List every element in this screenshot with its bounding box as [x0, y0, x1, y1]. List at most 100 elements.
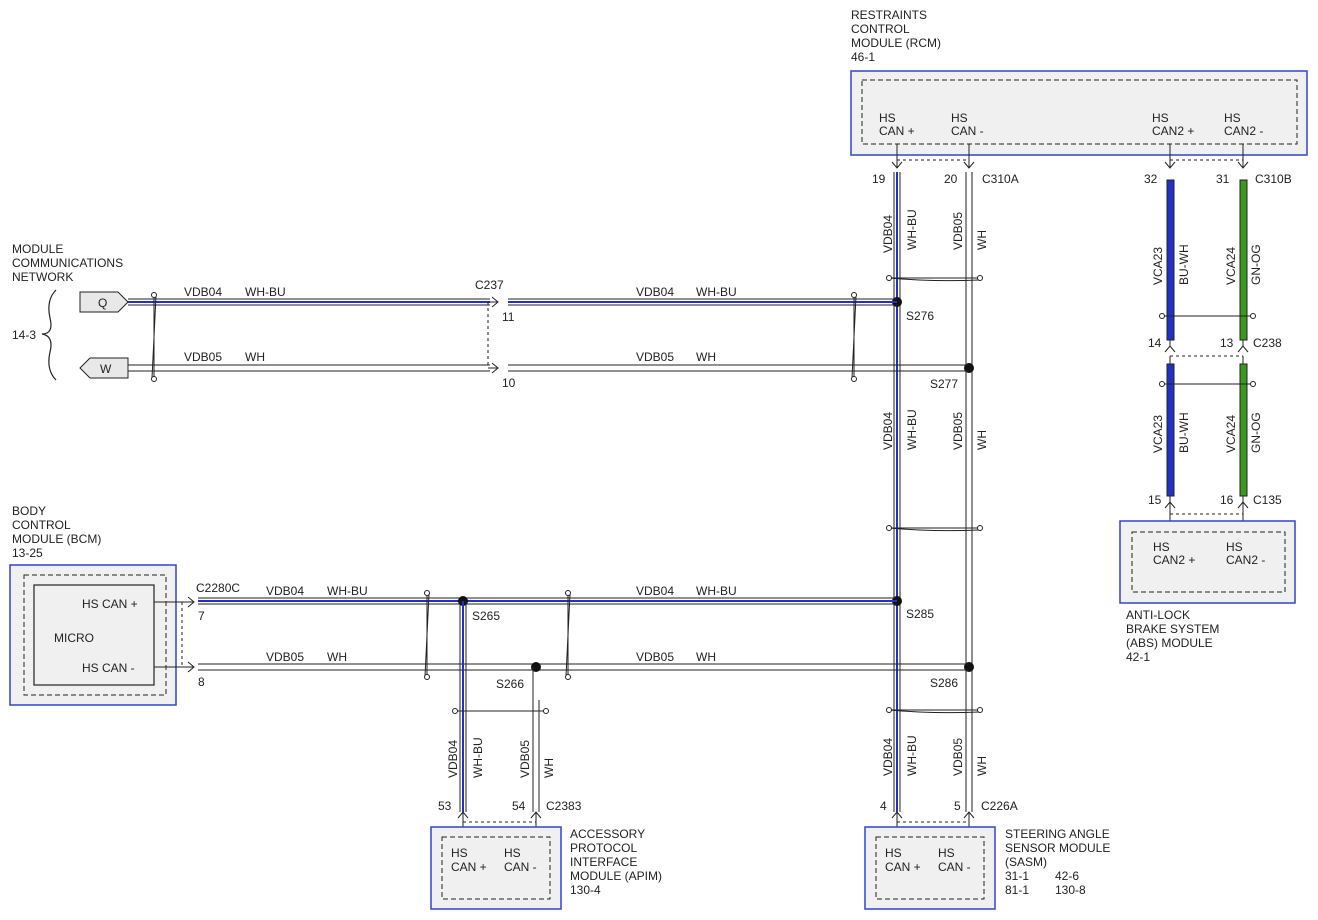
apim-ref: 130-4 — [570, 883, 601, 897]
label-vdb04-bottom-right: VDB04 — [636, 584, 674, 598]
splice-s265-label: S265 — [472, 609, 500, 623]
apim-name-2: PROTOCOL — [570, 841, 637, 855]
abs-pin1-l1: HS — [1153, 540, 1170, 554]
rcm-pin3-l1: HS — [1152, 111, 1169, 125]
apim-name-4: MODULE (APIM) — [570, 869, 662, 883]
label-wh-c: WH — [975, 756, 989, 776]
bcm-name-1: BODY — [12, 504, 46, 518]
bcm-name-3: MODULE (BCM) — [12, 532, 101, 546]
rcm-pin2-l1: HS — [951, 111, 968, 125]
connector-c238: C238 — [1253, 336, 1282, 350]
mcn-module: MODULE COMMUNICATIONS NETWORK 14-3 Q W — [12, 242, 129, 381]
abs-ref: 42-1 — [1126, 650, 1150, 664]
connector-c226a: C226A — [981, 799, 1018, 813]
label-vdb04-top-left: VDB04 — [184, 285, 222, 299]
abs-name-1: ANTI-LOCK — [1126, 608, 1190, 622]
sasm-name-3: (SASM) — [1005, 855, 1047, 869]
mcn-w: W — [100, 362, 112, 376]
pin-32: 32 — [1144, 172, 1158, 186]
label-vdb05-apim: VDB05 — [518, 740, 532, 778]
mcn-q: Q — [98, 296, 107, 310]
label-vdb04-c: VDB04 — [881, 738, 895, 776]
wire-apim-vdb05 — [532, 667, 540, 812]
wire-vdb05-vertical — [965, 172, 973, 812]
label-wh-apim: WH — [542, 758, 556, 778]
abs-name-3: (ABS) MODULE — [1126, 636, 1213, 650]
label-whbu-a: WH-BU — [905, 209, 919, 250]
pin-15: 15 — [1148, 493, 1162, 507]
sasm-pin1-l1: HS — [885, 846, 902, 860]
label-vdb05-top-right: VDB05 — [636, 350, 674, 364]
label-whbu-top-right: WH-BU — [696, 285, 737, 299]
rcm-pin1-l2: CAN + — [879, 124, 915, 138]
label-whbu-top-left: WH-BU — [245, 285, 286, 299]
pin-11: 11 — [502, 310, 515, 324]
splice-s285-label: S285 — [906, 607, 934, 621]
label-vca23-a: VCA23 — [1151, 247, 1165, 285]
label-buwh-b: BU-WH — [1177, 412, 1191, 453]
label-wh-a: WH — [975, 230, 989, 250]
rcm-name-3: MODULE (RCM) — [851, 36, 941, 50]
abs-pin1-l2: CAN2 + — [1153, 553, 1195, 567]
splice-s266-label: S266 — [496, 677, 524, 691]
abs-module: HS CAN2 + HS CAN2 - ANTI-LOCK BRAKE SYST… — [1119, 520, 1296, 664]
rcm-name-1: RESTRAINTS — [851, 8, 927, 22]
label-buwh-a: BU-WH — [1177, 244, 1191, 285]
pin-13: 13 — [1220, 336, 1234, 350]
rcm-pin1-l1: HS — [879, 111, 896, 125]
pin-8: 8 — [198, 675, 205, 689]
label-vdb05-bottom-right: VDB05 — [636, 650, 674, 664]
connector-c135: C135 — [1253, 493, 1282, 507]
rcm-pin4-l1: HS — [1224, 111, 1241, 125]
label-vdb05-top-left: VDB05 — [184, 350, 222, 364]
label-gnog-b: GN-OG — [1249, 412, 1263, 453]
bcm-pin-plus: HS CAN + — [82, 597, 138, 611]
abs-pin2-l1: HS — [1226, 540, 1243, 554]
apim-pin1-l1: HS — [451, 846, 468, 860]
sasm-ref-3: 81-1 — [1005, 883, 1029, 897]
label-whbu-b: WH-BU — [905, 409, 919, 450]
wire-vdb04-bottom — [198, 597, 897, 605]
sasm-ref-4: 130-8 — [1055, 883, 1086, 897]
label-whbu-apim: WH-BU — [471, 737, 485, 778]
wire-vdb05-bottom — [198, 663, 969, 671]
pin-53: 53 — [438, 799, 452, 813]
rcm-module: RESTRAINTS CONTROL MODULE (RCM) 46-1 HS … — [850, 8, 1308, 169]
pin-16: 16 — [1220, 493, 1234, 507]
label-vdb05-b: VDB05 — [951, 412, 965, 450]
abs-name-2: BRAKE SYSTEM — [1126, 622, 1219, 636]
label-wh-b: WH — [975, 430, 989, 450]
rcm-name-2: CONTROL — [851, 22, 910, 36]
apim-pin2-l2: CAN - — [504, 860, 537, 874]
rcm-pin2-l2: CAN - — [951, 124, 984, 138]
mcn-name-3: NETWORK — [12, 270, 73, 284]
pin-31: 31 — [1216, 172, 1230, 186]
pin-20: 20 — [944, 172, 958, 186]
sasm-pin2-l2: CAN - — [938, 860, 971, 874]
pin-14: 14 — [1148, 336, 1162, 350]
connector-c2280c: C2280C — [196, 581, 240, 595]
splice-s286-label: S286 — [930, 676, 958, 690]
pin-19: 19 — [872, 172, 886, 186]
label-vdb04-top-right: VDB04 — [636, 285, 674, 299]
sasm-name-1: STEERING ANGLE — [1005, 827, 1110, 841]
sasm-ref-2: 42-6 — [1055, 869, 1079, 883]
label-vdb04-b: VDB04 — [881, 412, 895, 450]
bcm-micro: MICRO — [54, 631, 94, 645]
wire-vdb04-top — [128, 298, 897, 306]
abs-pin2-l2: CAN2 - — [1226, 553, 1265, 567]
label-whbu-c: WH-BU — [905, 735, 919, 776]
sasm-module: HS CAN + HS CAN - STEERING ANGLE SENSOR … — [864, 811, 1110, 910]
connector-c310b: C310B — [1255, 172, 1292, 186]
pin-54: 54 — [512, 799, 526, 813]
sasm-pin1-l2: CAN + — [885, 860, 921, 874]
splice-s276-label: S276 — [906, 309, 934, 323]
sasm-pin2-l1: HS — [938, 846, 955, 860]
label-vdb05-c: VDB05 — [951, 738, 965, 776]
wire-apim-vdb04 — [459, 601, 467, 812]
label-vdb05-bottom-left: VDB05 — [266, 650, 304, 664]
rcm-pin3-l2: CAN2 + — [1152, 124, 1194, 138]
rcm-ref: 46-1 — [851, 50, 875, 64]
pin-4: 4 — [880, 799, 887, 813]
wire-vdb05-top — [128, 364, 969, 372]
